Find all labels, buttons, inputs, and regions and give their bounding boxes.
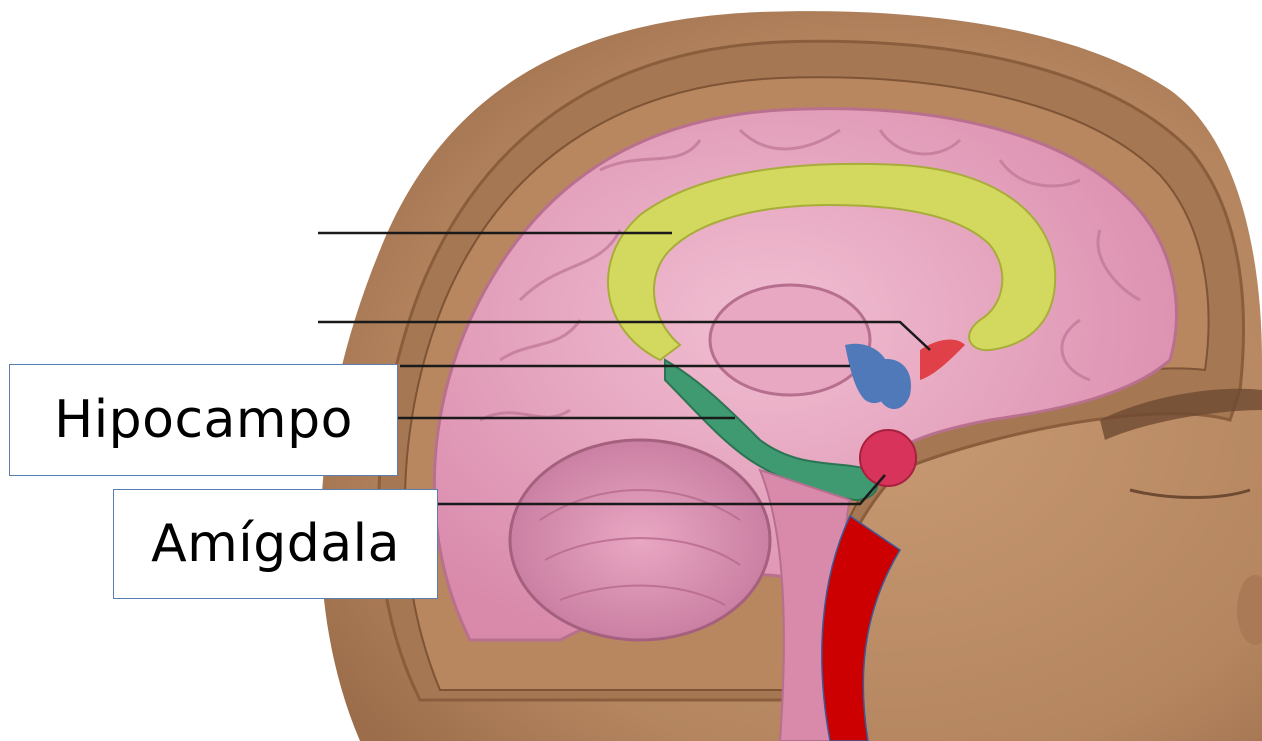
cerebellum xyxy=(510,440,770,640)
thalamus xyxy=(710,285,870,395)
amygdala-region xyxy=(860,430,916,486)
hippocampus-label: Hipocampo xyxy=(9,364,398,476)
amygdala-label: Amígdala xyxy=(113,489,438,599)
